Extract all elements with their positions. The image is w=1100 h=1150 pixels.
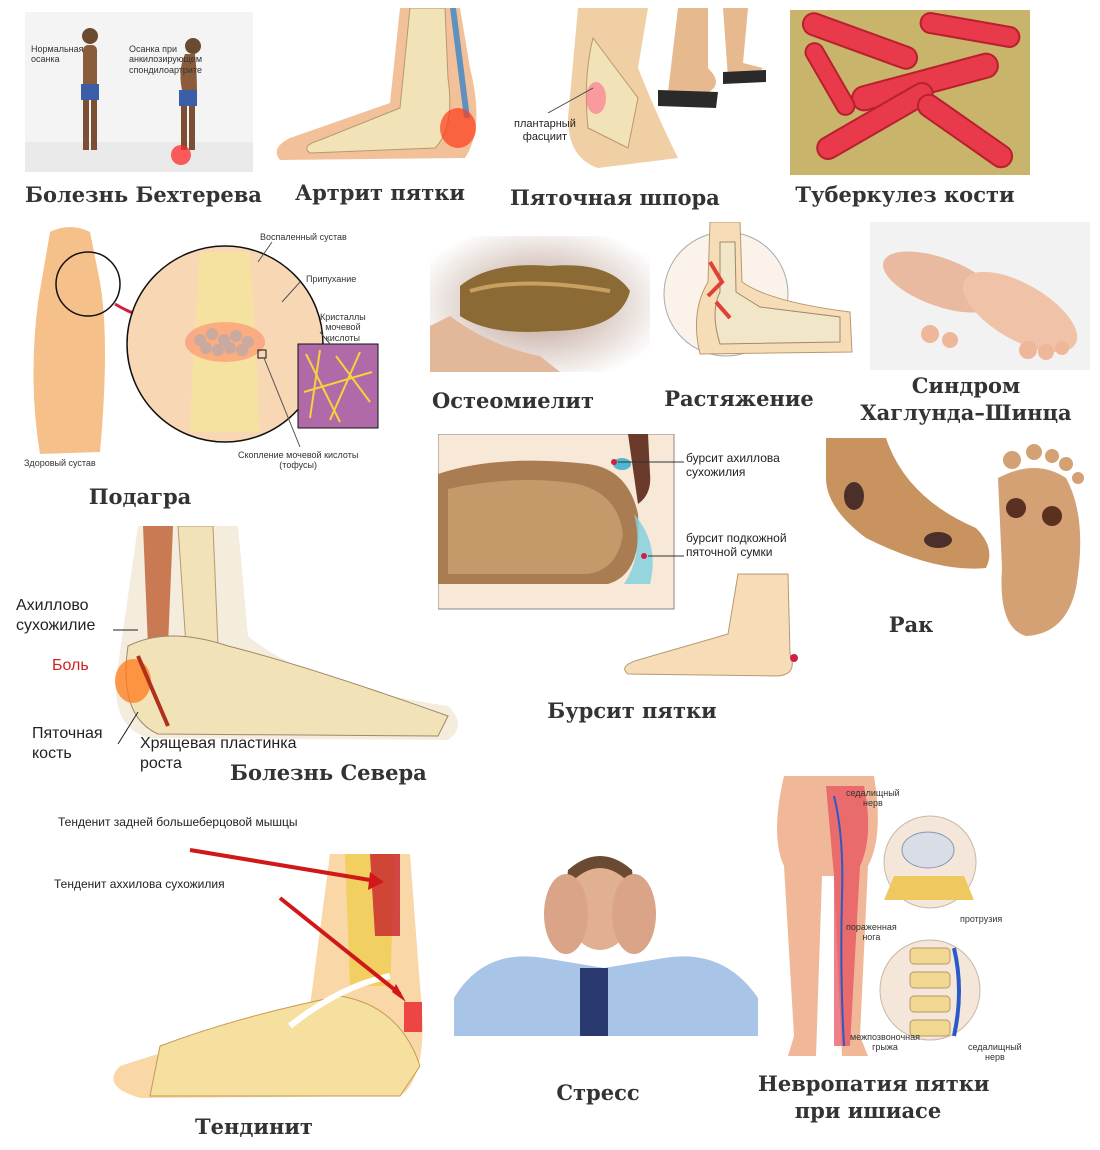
posture-figures — [25, 28, 253, 172]
caption-tuberculosis: Туберкулез кости — [795, 182, 1015, 207]
growth-plate-label: Хрящевая пластинка роста — [140, 735, 297, 772]
caption-cancer: Рак — [888, 612, 934, 637]
caption-arthritis: Артрит пятки — [294, 180, 466, 205]
plantar-fasciitis-label: плантарный фасциит — [514, 118, 576, 143]
sever-illustration: Ахиллово сухожилие Боль Пяточная кость Х… — [8, 526, 468, 784]
normal-posture-label: Нормальная осанка — [31, 44, 84, 65]
achilles-tendinitis-label: Тенденит аххилова сухожилия — [54, 877, 225, 891]
sprain-illustration — [660, 222, 856, 372]
caption-sprain: Растяжение — [664, 386, 814, 411]
arthritis-foot — [276, 8, 477, 160]
caption-gout: Подагра — [88, 484, 192, 509]
spur-foot — [547, 8, 766, 168]
bacteria-rods — [790, 10, 1030, 175]
osteomyelitis-illustration — [430, 236, 650, 372]
haglund-feet-illustration — [870, 222, 1090, 370]
caption-sever: Болезнь Севера — [230, 760, 427, 785]
inflamed-joint-label: Воспаленный сустав — [260, 232, 347, 242]
cancer-feet-illustration — [826, 438, 1088, 638]
heel-bone-label: Пяточная кость — [32, 725, 103, 762]
pain-label: Боль — [52, 657, 89, 674]
achilles-bursitis-label: бурсит ахиллова сухожилия — [686, 451, 780, 479]
caption-spur: Пяточная шпора — [510, 185, 720, 210]
caption-stress: Стресс — [556, 1080, 640, 1105]
stress-man-illustration — [454, 848, 758, 1036]
sciatic-nerve-bottom-label: седалищный нерв — [968, 1042, 1022, 1063]
bursitis-illustration: бурсит ахиллова сухожилия бурсит подкожн… — [438, 434, 808, 686]
healthy-joint-label: Здоровый сустав — [24, 458, 96, 468]
bursitis-diagram — [438, 434, 798, 677]
uric-crystals-label: Кристаллы мочевой кислоты — [320, 312, 366, 343]
bekhterev-illustration: Нормальная осанка Осанка при анкилозирую… — [25, 12, 253, 172]
caption-osteomyelitis: Остеомиелит — [431, 388, 595, 413]
sever-foot — [113, 526, 458, 745]
bone-fragment — [430, 236, 650, 372]
heel-arthritis-illustration — [270, 8, 492, 166]
tophi-label: Скопление мочевой кислоты (тофусы) — [238, 450, 359, 471]
caption-bekhterev: Болезнь Бехтерева — [25, 182, 262, 207]
sciatica-diagram — [777, 776, 981, 1056]
stressed-man — [454, 856, 758, 1036]
heel-spur-illustration: плантарный фасциит — [508, 8, 774, 180]
sciatic-nerve-top-label: седалищный нерв — [846, 788, 900, 809]
achilles-tendon-label: Ахиллово сухожилие — [16, 597, 96, 634]
caption-haglund: Синдром Хаглунда–Шинца — [860, 373, 1072, 426]
tendinitis-illustration: Тенденит задней большеберцовой мышцы Тен… — [40, 806, 440, 1112]
sprain-foot — [663, 222, 853, 357]
caption-bursitis: Бурсит пятки — [547, 698, 717, 723]
as-posture-label: Осанка при анкилозирующем спондилоартрит… — [129, 44, 203, 75]
feet-soles — [870, 222, 1090, 370]
feet-lesions — [826, 438, 1084, 636]
swelling-label: Припухание — [306, 274, 357, 284]
gout-diagram — [33, 227, 379, 454]
subcutaneous-bursitis-label: бурсит подкожной пяточной сумки — [686, 531, 787, 559]
affected-leg-label: пораженная нога — [846, 922, 897, 943]
protrusion-label: протрузия — [960, 914, 1003, 924]
tendinitis-foot — [113, 848, 423, 1098]
hernia-label: межпозвоночная грыжа — [850, 1032, 921, 1053]
tuberculosis-bacteria-illustration — [790, 10, 1030, 175]
caption-neuropathy: Невропатия пятки при ишиасе — [758, 1071, 990, 1124]
gout-illustration: Воспаленный сустав Припухание Кристаллы … — [20, 222, 392, 480]
caption-tendinitis: Тендинит — [195, 1114, 313, 1139]
neuropathy-illustration: седалищный нерв пораженная нога протрузи… — [764, 776, 1084, 1066]
tibial-tendinitis-label: Тенденит задней большеберцовой мышцы — [58, 815, 298, 829]
